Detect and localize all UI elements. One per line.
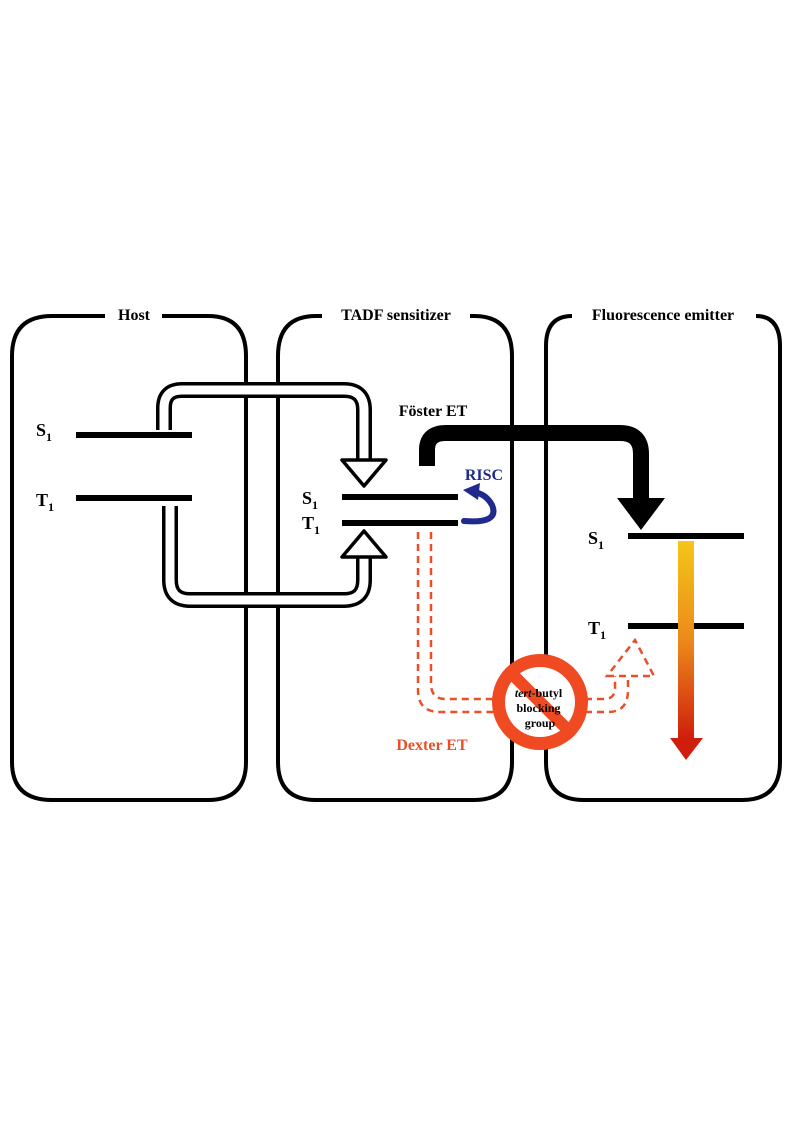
emitter-title: Fluorescence emitter [592, 307, 734, 324]
dexter-et-label: Dexter ET [396, 737, 468, 754]
sensitizer-panel [276, 314, 514, 802]
blocking-group-label: tert-butyl blocking group [515, 686, 565, 730]
emitter-s1-label: S1 [588, 528, 604, 552]
blocking-group-sign [492, 654, 588, 750]
fluorescence-emission-arrow [670, 541, 703, 760]
emitter-t1-label: T1 [588, 618, 606, 642]
risc-arrow [461, 483, 497, 525]
host-panel [10, 314, 248, 802]
emitter-panel [544, 314, 782, 802]
forster-et-label: Föster ET [399, 403, 468, 420]
sensitizer-s1-label: S1 [302, 488, 318, 512]
host-singlet-transfer-arrow [156, 382, 388, 488]
forster-et-arrow [419, 425, 665, 530]
risc-label: RISC [465, 467, 503, 484]
sensitizer-title: TADF sensitizer [341, 307, 451, 324]
host-title: Host [118, 307, 151, 324]
host-t1-label: T1 [36, 490, 54, 514]
host-s1-label: S1 [36, 420, 52, 444]
dexter-et-arrow [416, 532, 657, 714]
host-triplet-transfer-arrow [162, 506, 388, 608]
sensitizer-t1-label: T1 [302, 513, 320, 537]
